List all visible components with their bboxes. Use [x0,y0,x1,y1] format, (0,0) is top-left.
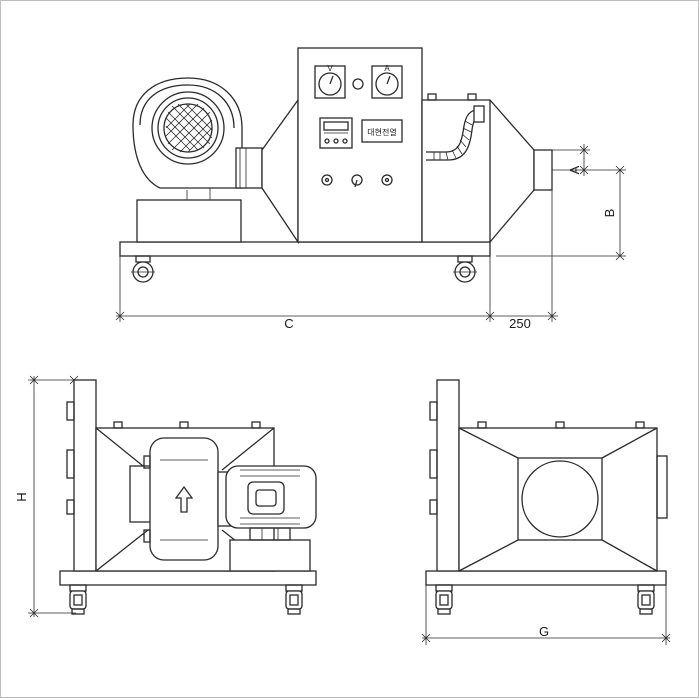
caster-left-side-2 [285,584,303,615]
base-frame [119,241,491,257]
caster-left [131,255,155,283]
outlet-duct [533,149,553,191]
front-view: V A 대현전열 [115,47,626,331]
blower [132,77,263,189]
dimension-a-label: A [567,165,582,174]
dimension-g-label: G [539,624,549,639]
dimension-b: B [496,165,626,261]
dimension-250-label: 250 [509,316,531,331]
temperature-controller [319,117,353,149]
voltmeter-label: V [327,64,333,73]
flexible-conduit [426,105,485,161]
airflow-arrow-icon [174,485,194,513]
outlet-opening [521,460,599,538]
caster-right-side-1 [435,584,453,615]
ammeter: A [371,64,403,99]
dimension-h-label: H [14,492,29,501]
ammeter-label: A [384,64,390,73]
caster-right-side-2 [637,584,655,615]
inlet-transition [261,97,299,245]
nameplate [361,119,403,143]
dimension-b-label: B [602,209,617,218]
caster-left-side-1 [69,584,87,615]
right-side-view: G [421,379,671,645]
left-side-view: H [14,375,317,618]
caster-right [453,255,477,283]
switch-row [321,174,393,188]
dimension-c: C 250 [115,190,558,331]
dimension-g: G [421,585,671,645]
dimension-a: A [552,144,626,176]
motor-base [136,199,242,243]
voltmeter: V [314,64,346,99]
control-cabinet [297,47,423,243]
nameplate-text: 대현전열 [367,127,396,137]
indicator-lamp [352,78,364,90]
dimension-c-label: C [284,316,293,331]
